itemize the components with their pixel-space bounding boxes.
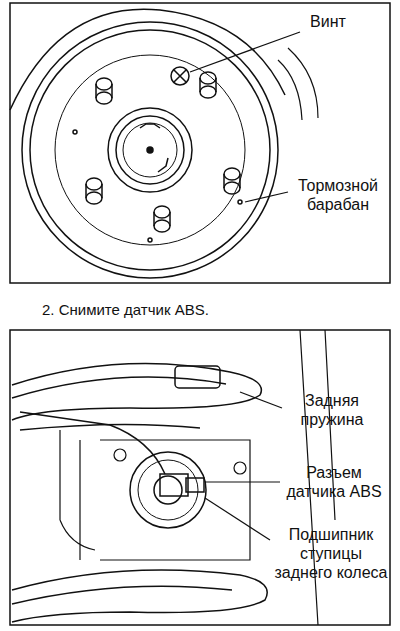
leader-line [205, 498, 270, 540]
small-hole [73, 130, 77, 134]
step-instruction: 2. Снимите датчик ABS. [42, 300, 209, 319]
part-label: Разъем датчика ABS [280, 463, 388, 501]
part-label: Винт [298, 12, 358, 31]
abs-connector [20, 412, 204, 496]
wheel-studs [86, 72, 240, 232]
leader-line [190, 32, 300, 72]
part-label: Подшипник ступицы заднего колеса [272, 525, 390, 582]
hub-bearing [130, 452, 206, 528]
part-label: Тормозной барабан [288, 176, 388, 214]
screw [171, 67, 189, 85]
part-label: Задняя пружина [284, 391, 380, 429]
small-hole [148, 238, 152, 242]
rear-spring [12, 364, 267, 622]
leader-line [245, 192, 288, 202]
brake-drum [10, 9, 318, 278]
panel-frame [10, 330, 390, 625]
leader-line [205, 481, 280, 482]
panel-frame [10, 3, 390, 283]
leader-line [240, 392, 282, 408]
small-hole [238, 200, 242, 204]
